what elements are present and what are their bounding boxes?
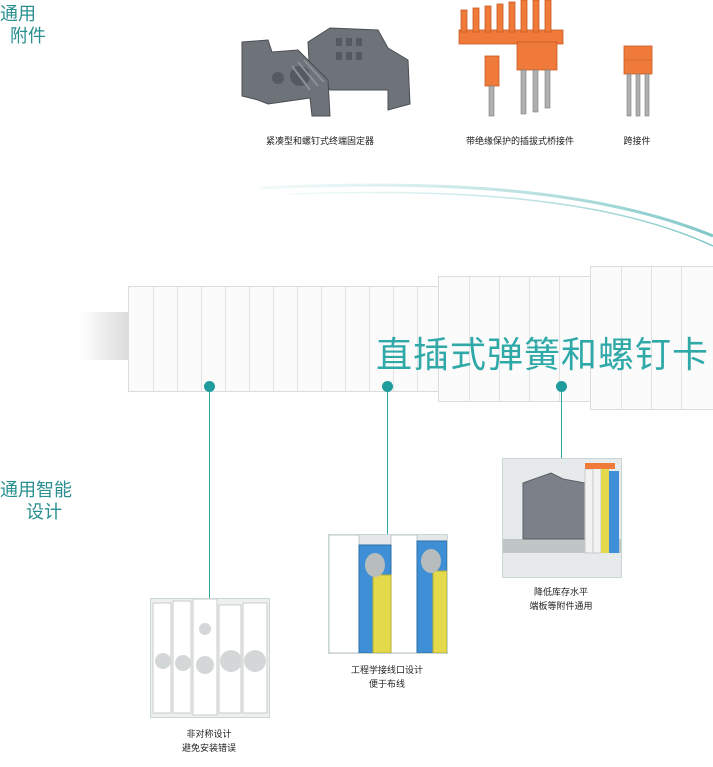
design-title-line2: 设计 — [26, 502, 62, 523]
accessories-title-line2: 附件 — [10, 26, 46, 47]
terminal-strip-medium — [438, 276, 592, 402]
feature-marker-2 — [382, 381, 393, 392]
design-title-line1: 通用智能 — [0, 480, 72, 501]
headline: 直插式弹簧和螺钉卡 — [376, 335, 710, 376]
end-stop-icon — [241, 27, 411, 117]
feature-caption-line2: 避免安装错误 — [181, 744, 236, 754]
asymmetric-design-image — [150, 598, 270, 718]
feature-connector-3 — [561, 392, 562, 458]
accessory-caption: 紧凑型和螺钉式终端固定器 — [265, 137, 374, 147]
jumper-image — [618, 40, 658, 120]
feature-caption-line2: 端板等附件通用 — [529, 602, 593, 612]
feature-connector-1 — [209, 392, 210, 598]
jumper-icon — [623, 45, 653, 117]
terminal-strip-large — [590, 266, 713, 410]
accessory-caption: 带绝缘保护的插拔式桥接件 — [465, 137, 574, 147]
wiring-port-icon — [329, 535, 447, 653]
feature-caption-line1: 工程学接线口设计 — [350, 666, 423, 676]
end-stop-image — [238, 20, 418, 120]
feature-marker-1 — [204, 381, 215, 392]
feature-caption-line1: 非对称设计 — [186, 730, 232, 740]
feature-connector-2 — [387, 392, 388, 534]
accessory-caption: 跨接件 — [623, 137, 651, 147]
feature-caption-2: 工程学接线口设计 便于布线 — [318, 664, 456, 692]
strip-shadow — [80, 312, 130, 360]
feature-marker-3 — [556, 381, 567, 392]
plug-in-bridge-image — [455, 0, 575, 120]
feature-caption-3: 降低库存水平 端板等附件通用 — [492, 586, 630, 614]
shared-end-plate-image — [502, 458, 622, 578]
design-title: 通用智能 设计 — [0, 480, 72, 524]
terminal-closeup-icon — [151, 599, 269, 717]
ergonomic-entry-image — [328, 534, 448, 654]
accessories-title-line1: 通用 — [0, 4, 36, 25]
feature-caption-line1: 降低库存水平 — [533, 588, 588, 598]
feature-caption-line2: 便于布线 — [368, 680, 405, 690]
accessories-title: 通用 附件 — [0, 4, 46, 48]
terminal-strip-small — [128, 286, 442, 392]
decorative-swoosh — [260, 183, 713, 247]
feature-caption-1: 非对称设计 避免安装错误 — [150, 728, 268, 756]
bridge-icon — [458, 0, 564, 117]
end-plate-icon — [503, 459, 621, 577]
